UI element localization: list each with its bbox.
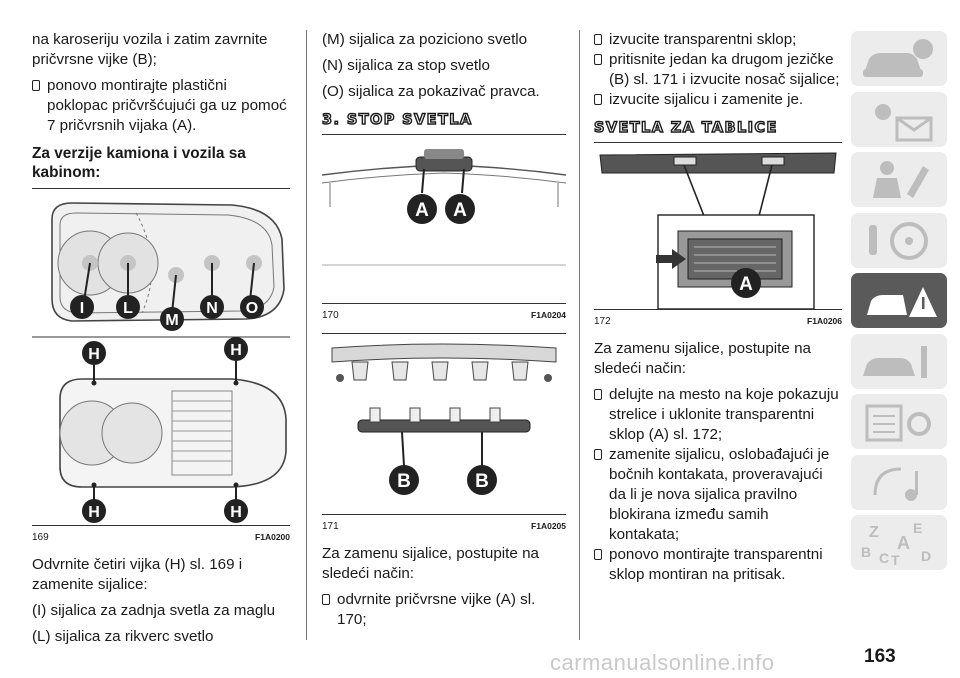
callout-l: L (123, 300, 133, 317)
callout-b: B (475, 471, 489, 492)
tab-car-info[interactable] (851, 31, 947, 86)
warning-lights-icon (875, 103, 933, 141)
tail-light-diagram: I L M N O H H (32, 202, 290, 523)
figure-code: F1A0204 (531, 310, 566, 320)
callout-a: A (453, 200, 467, 221)
callout-m: M (165, 312, 178, 329)
index-letter: Z (869, 524, 879, 541)
column-divider (306, 30, 307, 640)
paragraph: Za zamenu sijalice, postupite na sledeći… (322, 545, 539, 582)
figure-number: 170 (322, 310, 339, 321)
callout-h: H (88, 504, 100, 521)
chapter-tabs: Z E A B C T D (851, 31, 948, 576)
section-subheading: Za verzije kamiona i vozila sa kabinom: (32, 145, 246, 181)
figure-code: F1A0200 (255, 532, 290, 542)
figure-code: F1A0205 (531, 521, 566, 531)
bullet-item: odvrnite pričvrsne vijke (A) sl. 170; (322, 590, 566, 630)
bullet-item: pritisnite jedan ka drugom jezičke (B) s… (594, 50, 842, 90)
bullet-item: delujte na mesto na koje pokazuju streli… (594, 385, 842, 445)
paragraph: na karoseriju vozila i zatim zavrnite pr… (32, 31, 268, 68)
column-3: izvucite transparentni sklop; pritisnite… (593, 30, 842, 585)
tab-maintenance[interactable] (851, 333, 947, 389)
tab-emergency[interactable] (851, 273, 947, 328)
index-letter: T (891, 552, 900, 568)
bullet-item: ponovo montirajte plastični poklopac pri… (32, 76, 290, 136)
section-heading: SVETLA ZA TABLICE (593, 119, 778, 136)
figure-number: 172 (594, 316, 611, 327)
callout-h: H (230, 504, 242, 521)
figure-caption: 170 F1A0204 (322, 308, 566, 323)
maintenance-icon (863, 345, 927, 378)
multimedia-icon (873, 467, 918, 501)
stop-light-diagram: A A (321, 149, 567, 266)
column-2: (M) sijalica za poziciono svetlo (N) sij… (321, 30, 567, 630)
column-1: na karoseriju vozila i zatim zavrnite pr… (32, 30, 290, 653)
paragraph: (I) sijalica za zadnja svetla za maglu (32, 602, 276, 619)
key-steering-icon (869, 221, 928, 260)
figure-caption: 169 F1A0200 (32, 530, 290, 545)
figure-169: I L M N O H H (32, 188, 290, 526)
callout-h: H (230, 342, 242, 359)
callout-o: O (246, 300, 258, 317)
callout-a: A (415, 200, 429, 221)
index-letter: A (897, 533, 910, 553)
tab-warning-lights[interactable] (851, 91, 947, 147)
callout-labels-top: I L M N O (70, 295, 264, 331)
emergency-icon (867, 287, 937, 317)
tab-starting-driving[interactable] (851, 212, 947, 268)
index-letter: C (879, 550, 889, 566)
bullet-item: izvucite transparentni sklop; (594, 30, 842, 50)
bullet-icon (594, 94, 602, 105)
tab-index[interactable]: Z E A B C T D (851, 515, 947, 570)
bullet-icon (594, 449, 602, 460)
callout-b: B (397, 471, 411, 492)
index-letter: D (921, 548, 931, 564)
figure-number: 169 (32, 532, 49, 543)
index-icon: Z E A B C T D (861, 520, 931, 568)
figure-caption: 172 F1A0206 (594, 314, 842, 329)
page-number: 163 (864, 646, 896, 667)
callout-labels-bottom: H H H H (82, 337, 248, 523)
watermark: carmanualsonline.info (550, 650, 775, 675)
paragraph: (M) sijalica za poziciono svetlo (322, 31, 528, 48)
bulb-holder-diagram: B B (331, 343, 557, 495)
bullet-icon (594, 389, 602, 400)
safety-airbag-icon (873, 161, 929, 198)
bullet-item: izvucite sijalicu i zamenite je. (594, 90, 842, 110)
technical-data-icon (865, 404, 931, 442)
figure-number: 171 (322, 521, 339, 532)
tab-multimedia[interactable] (851, 454, 947, 510)
tab-safety[interactable] (851, 152, 947, 207)
paragraph: (O) sijalica za pokazivač pravca. (322, 83, 540, 100)
index-letter: B (861, 544, 871, 560)
column-divider (579, 30, 580, 640)
bullet-item: ponovo montirajte transparentni sklop mo… (594, 545, 842, 585)
callout-a: A (739, 274, 753, 295)
callout-h: H (88, 346, 100, 363)
index-letter: E (913, 520, 922, 536)
bullet-icon (594, 549, 602, 560)
paragraph: (L) sijalica za rikverc svetlo (32, 628, 214, 645)
bullet-icon (32, 80, 40, 91)
bullet-item: zamenite sijalicu, oslobađajući je bočni… (594, 445, 842, 545)
car-info-icon (863, 39, 933, 77)
figure-171: B B (322, 333, 566, 515)
tab-technical-data[interactable] (851, 394, 947, 449)
figure-code: F1A0206 (807, 316, 842, 326)
paragraph: Odvrnite četiri vijka (H) sl. 169 i zame… (32, 556, 243, 593)
figure-caption: 171 F1A0205 (322, 519, 566, 534)
bullet-icon (594, 34, 602, 45)
callout-n: N (206, 300, 218, 317)
bullet-icon (322, 594, 330, 605)
figure-170: A A (321, 134, 567, 304)
plate-light-diagram: A (599, 152, 837, 310)
figure-172: A (594, 142, 842, 310)
callout-i: I (80, 300, 84, 317)
section-heading: 3. STOP SVETLA (321, 111, 473, 128)
paragraph: (N) sijalica za stop svetlo (322, 57, 490, 74)
bullet-icon (594, 54, 602, 65)
paragraph: Za zamenu sijalice, postupite na sledeći… (594, 340, 811, 377)
